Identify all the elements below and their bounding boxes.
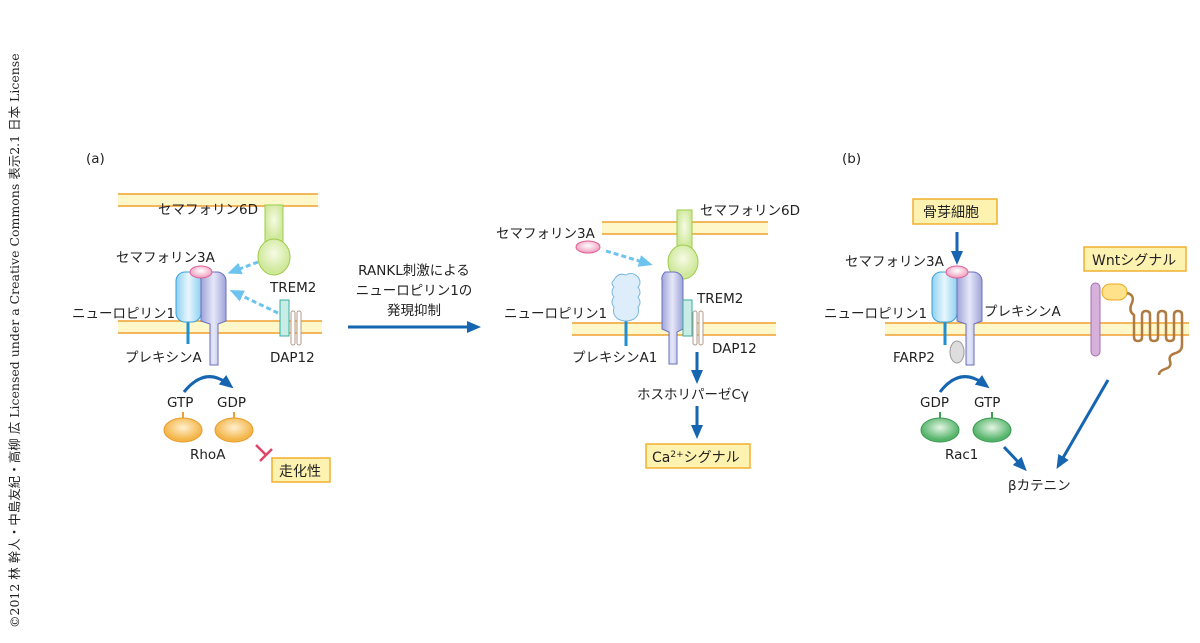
neuropilin1-protein [175,271,202,344]
arrow-wnt-to-catenin [1056,379,1110,470]
gdp-gtp-arrow [938,375,990,393]
rhoa-label: RhoA [190,447,226,463]
lrp-coreceptor [1090,282,1101,357]
ca-signal-box: Ca2+シグナル [645,443,751,469]
panel-a-label: (a) [86,151,105,167]
dashed-arrow-trem2 [229,289,279,315]
trem2-dap12-complex-2 [682,299,704,346]
sema3a-label-b: セマフォリン3A [845,254,945,270]
copyright-text: ©2012 林 幹人・中島友紀・高柳 広 Licensed under a Cr… [7,53,22,628]
rac1-gdp [920,412,960,443]
sema3a-label: セマフォリン3A [116,250,216,266]
beta-catenin-label: βカテニン [1008,478,1071,494]
plexin-a-label: プレキシンA [125,350,202,366]
dashed-arrow-sema6d [227,260,259,275]
semaphorin-6d-protein [257,204,291,276]
membrane-top-a [118,193,318,207]
dap12-label-2: DAP12 [712,341,757,357]
transition-line-1: RANKL刺激による [358,263,470,279]
neuropilin1-label-b: ニューロピリン1 [824,306,927,322]
transition-line-3: 発現抑制 [387,303,441,319]
farp2-label: FARP2 [893,350,935,366]
ca-label: Ca [652,450,670,466]
osteoblast-box: 骨芽細胞 [912,198,998,225]
semaphorin-3a-bound-b [945,265,969,279]
dap12-label: DAP12 [270,350,315,366]
trem2-dap12-complex [279,299,302,346]
gtp-label: GTP [167,395,193,411]
sema6d-label: セマフォリン6D [158,202,258,218]
trem2-label: TREM2 [269,280,316,296]
ca-superscript: 2+ [670,450,683,460]
semaphorin-6d-protein-2 [667,209,699,280]
semaphorin-3a-bound [189,265,213,279]
sema6d-label-2: セマフォリン6D [700,203,800,219]
svg-text:Ca2+シグナル: Ca2+シグナル [652,450,740,466]
membrane-b [885,322,1189,336]
plexin-a1-label: プレキシンA1 [572,350,657,366]
osteoblast-label: 骨芽細胞 [923,205,979,221]
plexin-a1-protein [661,271,684,365]
farp2-protein [949,340,965,364]
wnt-signal-label: Wntシグナル [1092,253,1176,269]
neuropilin1-reduced [611,272,641,346]
gtp-gdp-arrow [182,374,234,393]
rhoa-gdp [214,412,254,443]
neuropilin1-label: ニューロピリン1 [72,306,175,322]
rac1-label: Rac1 [945,447,978,463]
plexin-a-protein [200,271,227,366]
semaphorin-3a-free [575,240,601,254]
plexin-a-label-b: プレキシンA [984,304,1061,320]
inhibition-line [255,444,273,462]
neuropilin1-label-2: ニューロピリン1 [504,306,607,322]
wnt-ligand [1101,283,1128,301]
sema3a-label-2: セマフォリン3A [496,226,596,242]
transition-line-2: ニューロピリン1の [356,283,473,299]
plexin-a-protein-b [956,271,983,366]
gdp-label: GDP [217,395,246,411]
wnt-signal-box: Wntシグナル [1083,246,1187,272]
rac1-gtp [972,412,1012,443]
signal-label: シグナル [684,450,740,466]
gdp-label-b: GDP [920,395,949,411]
chemotaxis-box: 走化性 [271,457,331,483]
dashed-arrow-sema3a [605,249,653,267]
frizzled-receptor [1126,291,1184,376]
chemotaxis-label: 走化性 [279,464,321,480]
plc-gamma-label: ホスホリパーゼCγ [637,387,749,403]
rhoa-gtp [163,412,203,443]
gtp-label-b: GTP [974,395,1000,411]
arrow-rac1-to-catenin [1002,445,1027,472]
trem2-label-2: TREM2 [696,291,743,307]
panel-b-label: (b) [842,151,861,167]
